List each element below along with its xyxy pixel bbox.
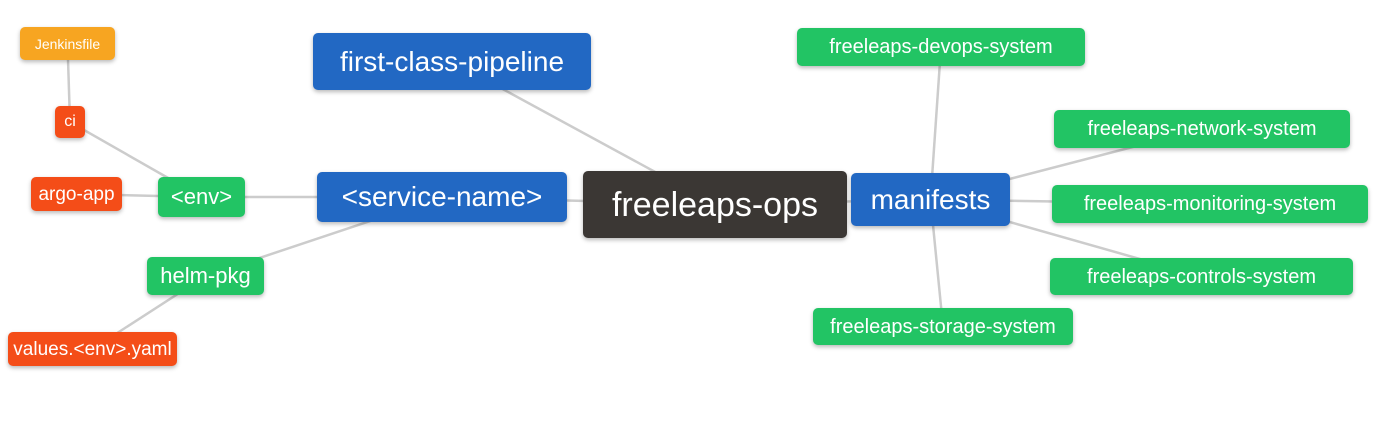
node-manifests[interactable]: manifests: [851, 173, 1010, 226]
node-freeleaps-ops[interactable]: freeleaps-ops: [583, 171, 847, 238]
node-values-env-yaml[interactable]: values.<env>.yaml: [8, 332, 177, 366]
node-freeleaps-devops-system[interactable]: freeleaps-devops-system: [797, 28, 1085, 66]
node-freeleaps-monitoring-system[interactable]: freeleaps-monitoring-system: [1052, 185, 1368, 223]
node-jenkinsfile[interactable]: Jenkinsfile: [20, 27, 115, 60]
node-freeleaps-storage-system[interactable]: freeleaps-storage-system: [813, 308, 1073, 345]
node-env[interactable]: <env>: [158, 177, 245, 217]
node-freeleaps-controls-system[interactable]: freeleaps-controls-system: [1050, 258, 1353, 295]
node-first-class-pipeline[interactable]: first-class-pipeline: [313, 33, 591, 90]
node-service-name[interactable]: <service-name>: [317, 172, 567, 222]
node-freeleaps-network-system[interactable]: freeleaps-network-system: [1054, 110, 1350, 148]
node-argo-app[interactable]: argo-app: [31, 177, 122, 211]
node-ci[interactable]: ci: [55, 106, 85, 138]
node-helm-pkg[interactable]: helm-pkg: [147, 257, 264, 295]
